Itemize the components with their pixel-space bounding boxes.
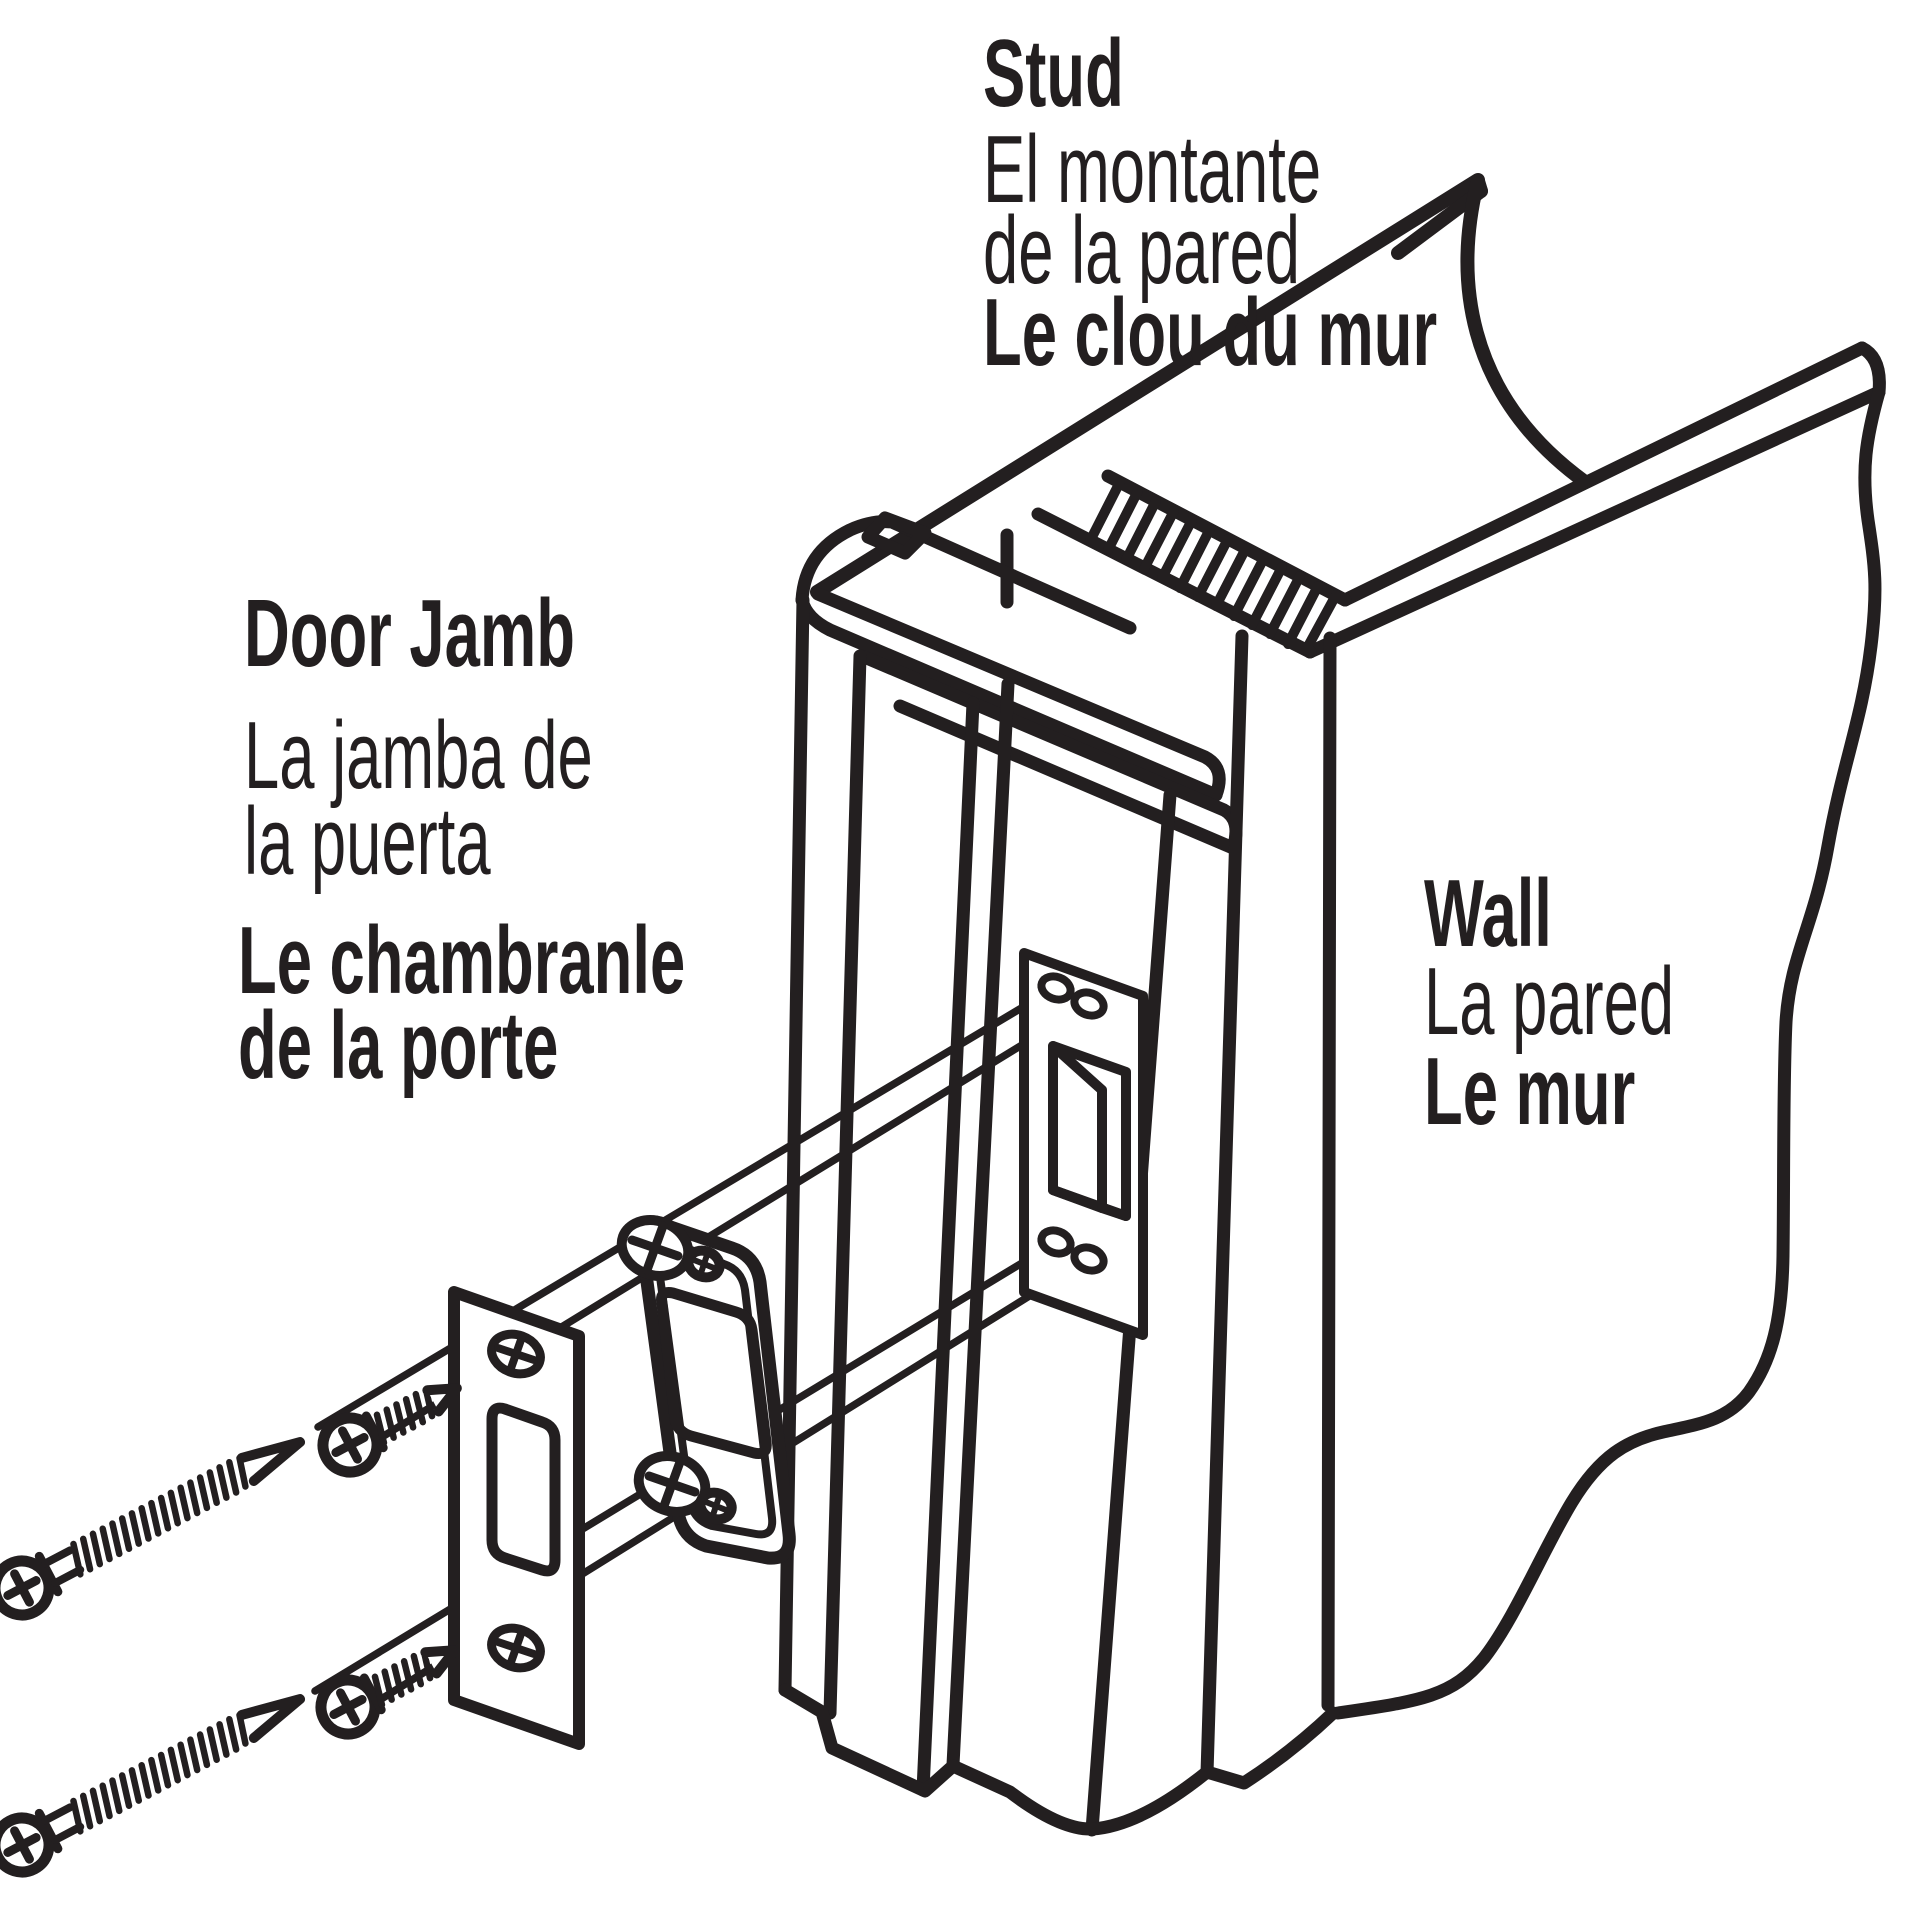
plate-outline — [448, 1286, 585, 1750]
mounting-screw-short-top — [317, 1383, 462, 1478]
stud-pointer-line — [810, 173, 1592, 599]
latch-strike-plate-rounded — [616, 1215, 796, 1565]
wall-label-es: La pared — [1424, 948, 1675, 1055]
door-jamb-label-fr-2: de la porte — [238, 992, 559, 1099]
mounting-screw-long-top — [0, 1437, 306, 1621]
strike-mortise-panel — [1019, 948, 1148, 1340]
wall-outline — [1303, 341, 1886, 1720]
stud-hatching — [1000, 469, 1352, 659]
stud-label-fr: Le clou du mur — [983, 279, 1438, 386]
wall-label-en: Wall — [1424, 860, 1552, 967]
pilot-holes — [1037, 972, 1108, 1275]
door-jamb-label-en: Door Jamb — [244, 580, 575, 687]
latch-mortise — [1048, 1041, 1131, 1221]
jamb-break-edge — [778, 1683, 1340, 1836]
stud-label-es-1: El montante — [983, 116, 1322, 223]
stud-label-en: Stud — [983, 20, 1124, 127]
latch-strike-plate-flat — [448, 1286, 585, 1750]
door-jamb-label-es-1: La jamba de — [244, 702, 593, 809]
mounting-screw-short-bottom — [315, 1645, 460, 1740]
rail-end-tab — [861, 511, 932, 560]
door-jamb-label-fr-1: Le chambranle — [238, 907, 686, 1014]
latch-opening — [486, 1402, 561, 1577]
stud-label-es-2: de la pared — [983, 197, 1301, 304]
wall-left-edge — [1321, 631, 1337, 1712]
latch-opening — [656, 1287, 772, 1459]
mounting-screw-long-bottom — [0, 1694, 306, 1878]
plate-screw-hole-top — [616, 1215, 725, 1283]
wall-torn-corner-curve — [1460, 177, 1592, 489]
wall-wavy-edge — [1331, 385, 1886, 1720]
door-jamb-label-es-2: la puerta — [244, 788, 491, 895]
plate-screw-hole-bottom — [633, 1451, 737, 1525]
wall-label-fr: Le mur — [1424, 1038, 1636, 1145]
